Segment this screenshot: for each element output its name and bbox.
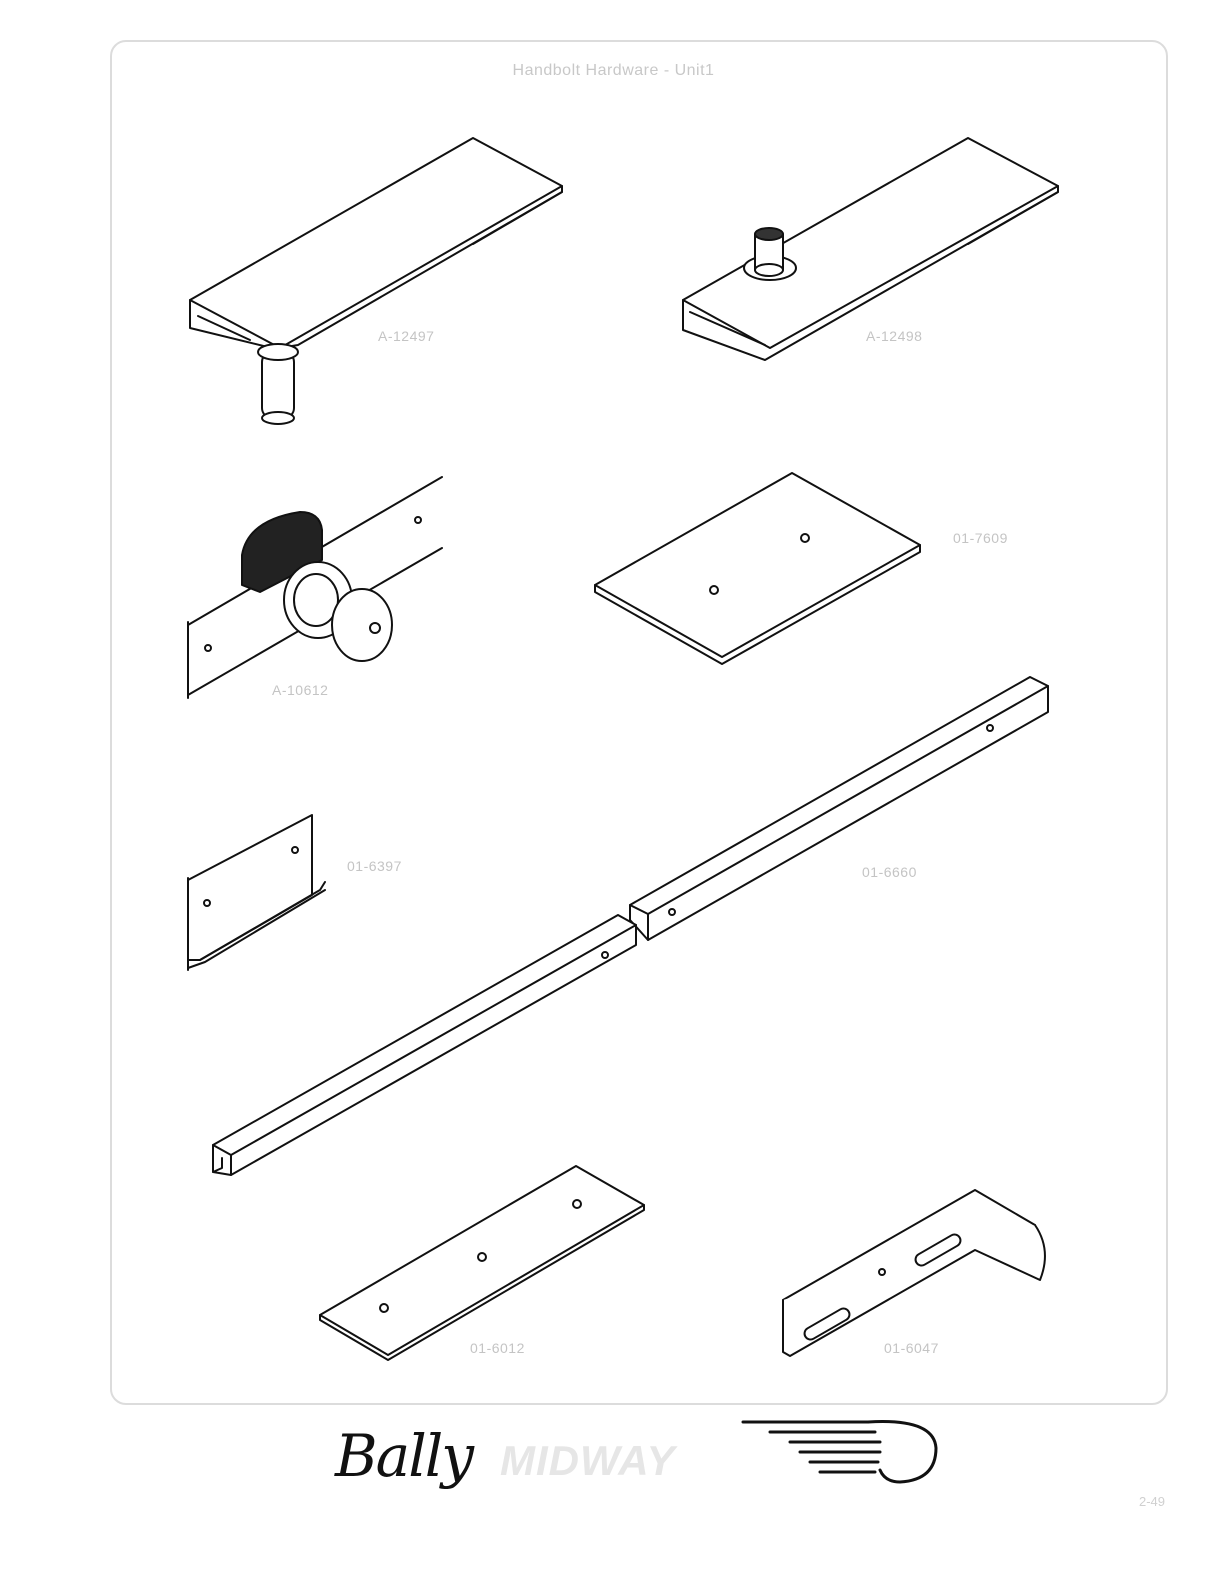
part-017609-drawing [594,472,921,665]
part-016047-drawing [782,1189,1046,1357]
part-label-a12497: A-12497 [378,328,435,344]
part-label-a12498: A-12498 [866,328,923,344]
part-label-016660: 01-6660 [862,864,917,880]
part-label-017609: 01-7609 [953,530,1008,546]
bally-logo-text: Bally [335,1422,474,1490]
page-number: 2-49 [1138,1494,1165,1509]
part-016397-drawing [187,814,326,971]
part-a10612-drawing [187,476,443,699]
page-title: Handbolt Hardware - Unit1 [512,62,715,79]
part-label-016047: 01-6047 [884,1340,939,1356]
part-016012-drawing [319,1165,645,1361]
page-frame [110,40,1168,1405]
part-a12498-drawing [682,137,1059,361]
part-016660-lower-drawing [212,914,637,1176]
part-label-a10612: A-10612 [272,682,329,698]
midway-logo-text: MIDWAY [500,1437,676,1484]
part-a12497-drawing [189,137,563,425]
part-label-016012: 01-6012 [470,1340,525,1356]
part-016660-upper-drawing [629,676,1049,941]
part-label-016397: 01-6397 [347,858,402,874]
bally-midway-speed-logo-icon [741,1420,938,1484]
